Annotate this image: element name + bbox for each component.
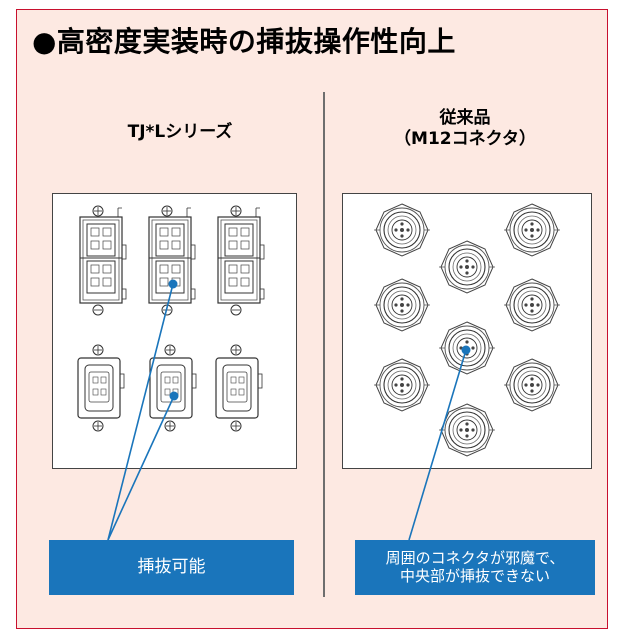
tj-series-heading: TJ*Lシリーズ [127,122,233,142]
m12-connector-7 [373,358,431,412]
tj-connector-double-3 [217,205,265,316]
m12-heading-line1: 従来品 [439,108,491,128]
column-divider [323,92,325,597]
tj-connector-double-2 [148,205,196,316]
insertable-callout: 挿抜可能 [49,540,294,595]
m12-connector-8 [503,358,561,412]
m12-connector-2 [503,203,561,257]
tj-connector-single-1 [77,344,125,432]
not-insertable-line2: 中央部が挿抜できない [399,567,550,585]
m12-connector-5 [503,278,561,332]
m12-heading: 従来品 （M12コネクタ） [340,108,590,150]
tj-connector-double-1 [79,205,127,316]
page-title: ●高密度実装時の挿抜操作性向上 [32,25,456,58]
m12-heading-line2: （M12コネクタ） [394,129,536,149]
not-insertable-line1: 周囲のコネクタが邪魔で、 [385,549,565,567]
pointer-dot-right [461,345,471,355]
pointer-dot-left-1 [168,279,178,289]
pointer-line-right [408,349,467,541]
m12-connector-4 [373,278,431,332]
m12-connector-1 [373,203,431,257]
tj-connector-single-2 [149,344,197,432]
pointer-line-left-1 [107,283,174,541]
pointer-line-left-2 [107,395,175,541]
m12-connector-3 [438,240,496,294]
not-insertable-callout: 周囲のコネクタが邪魔で、 中央部が挿抜できない [355,540,595,595]
pointer-dot-left-2 [169,391,179,401]
tj-connector-single-3 [215,344,263,432]
